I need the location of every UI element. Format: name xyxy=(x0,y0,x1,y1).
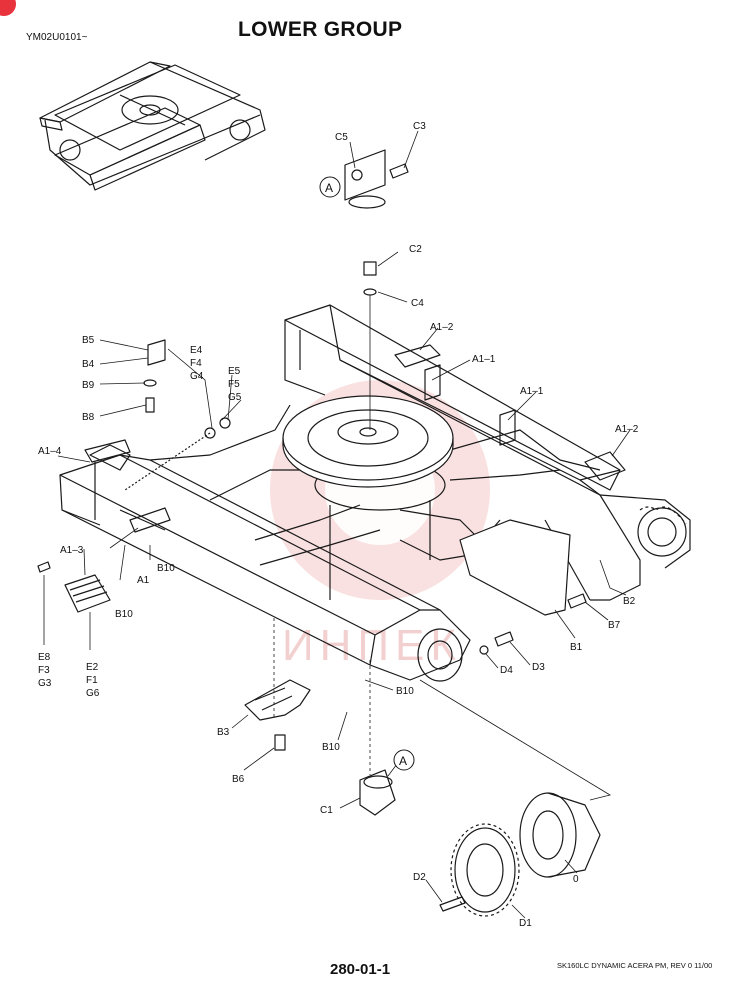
callout-d1: D1 xyxy=(519,918,532,929)
sprocket-d1 xyxy=(450,823,520,917)
diagram-code: YM02U0101~ xyxy=(26,32,88,43)
callout-b1: B1 xyxy=(570,642,583,653)
track-frame-left xyxy=(59,444,471,682)
callout-a1-1-top: A1–1 xyxy=(472,354,496,365)
callout-a1: A1 xyxy=(137,575,150,586)
callout-zero: 0 xyxy=(573,874,579,885)
callout-a1-1-right: A1–1 xyxy=(520,386,544,397)
callout-a1-3: A1–3 xyxy=(60,545,84,556)
guard-a1-2-right xyxy=(584,451,626,481)
callout-g4: G4 xyxy=(190,371,204,382)
callout-b8: B8 xyxy=(82,412,95,423)
center-joint-c1 xyxy=(359,769,396,816)
page-number: 280-01-1 xyxy=(330,961,391,978)
model-revision: SK160LC DYNAMIC ACERA PM, REV 0 11/00 xyxy=(557,961,713,970)
callout-g6: G6 xyxy=(86,688,100,699)
track-frame-right xyxy=(284,304,691,601)
callout-e8: E8 xyxy=(38,652,51,663)
travel-motor xyxy=(519,792,601,878)
bolt-d2 xyxy=(439,896,466,912)
bolt-c2 xyxy=(363,261,377,276)
bolt-b8 xyxy=(145,397,155,413)
callout-b9: B9 xyxy=(82,380,95,391)
callout-a-top: A xyxy=(325,181,333,195)
track-guide-a1-4 xyxy=(84,439,131,463)
top-guard-a1-2 xyxy=(394,344,441,368)
callout-d3: D3 xyxy=(532,662,545,673)
callout-labels: C5 C3 A C2 C4 B5 B4 B9 B8 E4 F4 G4 E5 F5… xyxy=(38,121,639,929)
callout-e2: E2 xyxy=(86,662,99,673)
callout-f1: F1 xyxy=(86,675,98,686)
washer-b9 xyxy=(143,379,157,387)
washer-c4 xyxy=(363,288,377,296)
callout-g5: G5 xyxy=(228,392,242,403)
callout-b6: B6 xyxy=(232,774,245,785)
bolt-d3 xyxy=(494,631,514,647)
callout-c3: C3 xyxy=(413,121,426,132)
guard-a1 xyxy=(129,507,171,533)
washer-d4 xyxy=(479,645,489,655)
swing-bearing xyxy=(282,395,454,488)
callout-d4: D4 xyxy=(500,665,513,676)
cover-plate-top xyxy=(344,149,409,209)
bracket-a1-1 xyxy=(424,364,516,446)
bolt-b6 xyxy=(274,734,286,751)
callout-b10-b: B10 xyxy=(115,609,133,620)
callout-b3: B3 xyxy=(217,727,230,738)
callout-b7: B7 xyxy=(608,620,621,631)
callout-a-circle-top xyxy=(319,176,341,198)
plate-b5 xyxy=(147,339,166,366)
track-guard-b3 xyxy=(244,679,311,721)
callout-f5: F5 xyxy=(228,379,240,390)
callout-c2: C2 xyxy=(409,244,422,255)
callout-a-bottom: A xyxy=(399,754,407,768)
callout-f4: F4 xyxy=(190,358,202,369)
callout-g3: G3 xyxy=(38,678,52,689)
callout-b10-a: B10 xyxy=(157,563,175,574)
callout-a1-2-right: A1–2 xyxy=(615,424,639,435)
callout-e5: E5 xyxy=(228,366,241,377)
corner-badge xyxy=(0,0,16,16)
callout-c4: C4 xyxy=(411,298,424,309)
callout-a-circle-bottom xyxy=(393,749,415,771)
leader-lines xyxy=(43,130,631,919)
callout-d2: D2 xyxy=(413,872,426,883)
overview-thumbnail xyxy=(39,61,266,191)
callout-a1-4: A1–4 xyxy=(38,446,62,457)
callout-b2: B2 xyxy=(623,596,636,607)
fitting-e4 xyxy=(124,417,231,491)
track-guide-a1-3 xyxy=(64,574,111,613)
callout-f3: F3 xyxy=(38,665,50,676)
callout-b5: B5 xyxy=(82,335,95,346)
callout-c5: C5 xyxy=(335,132,348,143)
callout-e4: E4 xyxy=(190,345,203,356)
callout-b4: B4 xyxy=(82,359,95,370)
watermark-text: ИНПЕК xyxy=(282,621,462,670)
callout-c1: C1 xyxy=(320,805,333,816)
callout-b10-c: B10 xyxy=(396,686,414,697)
grease-fitting-e8 xyxy=(37,561,51,573)
callout-b10-d: B10 xyxy=(322,742,340,753)
page-title: LOWER GROUP xyxy=(238,18,403,41)
callout-a1-2-top: A1–2 xyxy=(430,322,454,333)
cover-b1 xyxy=(459,519,571,616)
bolt-b7 xyxy=(567,593,587,609)
